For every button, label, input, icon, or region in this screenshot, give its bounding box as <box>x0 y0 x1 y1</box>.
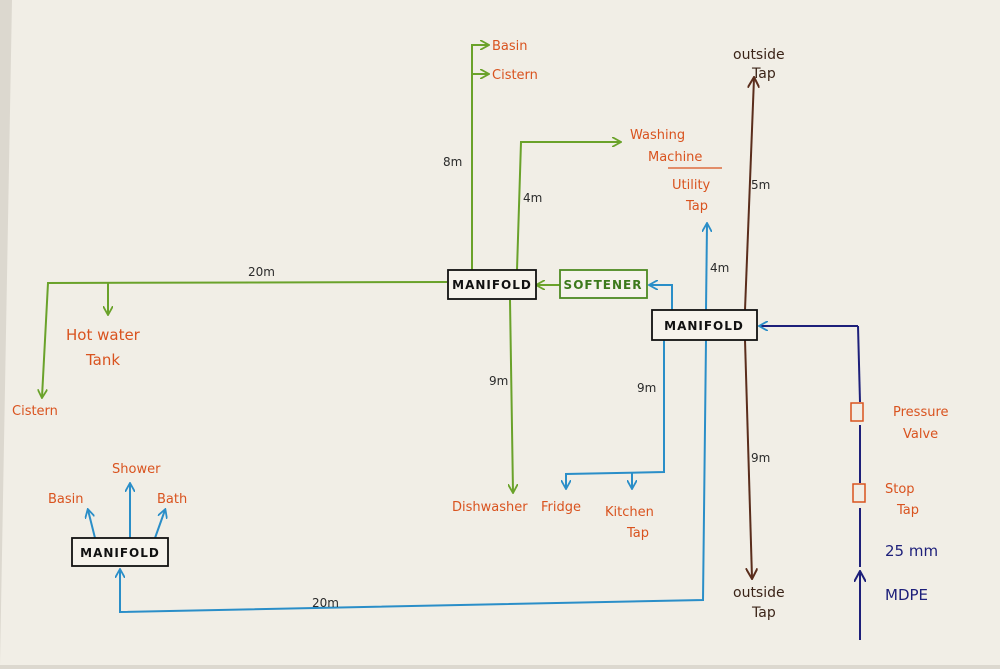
distance-8m: 8m <box>443 155 462 169</box>
mains-supply-pipe <box>760 326 860 640</box>
softener-box: SOFTENER <box>559 269 648 299</box>
washing-machine-label-1: Washing <box>630 128 685 143</box>
utility-tap-label-1: Utility <box>672 178 711 193</box>
distance-9m-brown: 9m <box>751 451 770 465</box>
center-manifold-label: MANIFOLD <box>452 278 532 292</box>
distance-5m: 5m <box>751 178 770 192</box>
right-manifold-label: MANIFOLD <box>664 319 744 333</box>
hot-water-tank-label-1: Hot water <box>66 326 141 344</box>
softener-label: SOFTENER <box>564 278 643 292</box>
right-manifold: MANIFOLD <box>651 309 758 341</box>
outside-tap-top-label-1: outside <box>733 47 785 63</box>
blue-pipes <box>88 224 707 614</box>
stop-tap-label-1: Stop <box>885 482 915 497</box>
pressure-valve-label-1: Pressure <box>893 405 949 420</box>
basin-top-label: Basin <box>492 39 528 54</box>
pressure-valve-label-2: Valve <box>903 427 938 442</box>
outside-tap-top-label-2: Tap <box>751 66 776 82</box>
outside-tap-pipe <box>744 78 754 578</box>
fridge-label: Fridge <box>541 500 581 515</box>
bath-label: Bath <box>157 492 187 507</box>
outside-tap-bottom-label-2: Tap <box>751 605 776 621</box>
distance-4m-blue: 4m <box>710 261 729 275</box>
left-manifold: MANIFOLD <box>71 537 169 567</box>
shower-label: Shower <box>112 462 161 477</box>
basin-left-label: Basin <box>48 492 84 507</box>
cistern-left-label: Cistern <box>12 404 58 419</box>
center-manifold: MANIFOLD <box>447 269 537 300</box>
hot-water-tank-label-2: Tank <box>85 351 120 369</box>
supply-size-label: 25 mm <box>885 542 938 560</box>
stop-tap-label-2: Tap <box>896 503 919 518</box>
washing-machine-label-2: Machine <box>648 150 702 165</box>
distance-9m-blue: 9m <box>637 381 656 395</box>
distance-20m-green: 20m <box>248 265 275 279</box>
supply-material-label: MDPE <box>885 586 928 604</box>
distance-20m-blue: 20m <box>312 596 339 610</box>
cistern-top-label: Cistern <box>492 68 538 83</box>
green-pipes <box>42 45 620 492</box>
stop-tap-icon <box>852 483 866 503</box>
dishwasher-label: Dishwasher <box>452 500 528 515</box>
outside-tap-bottom-label-1: outside <box>733 585 785 601</box>
kitchen-tap-label-1: Kitchen <box>605 505 654 520</box>
left-manifold-label: MANIFOLD <box>80 546 160 560</box>
distance-9m-green: 9m <box>489 374 508 388</box>
utility-tap-label-2: Tap <box>685 199 708 214</box>
distance-4m-up: 4m <box>523 191 542 205</box>
kitchen-tap-label-2: Tap <box>626 526 649 541</box>
pressure-valve-icon <box>850 402 864 422</box>
